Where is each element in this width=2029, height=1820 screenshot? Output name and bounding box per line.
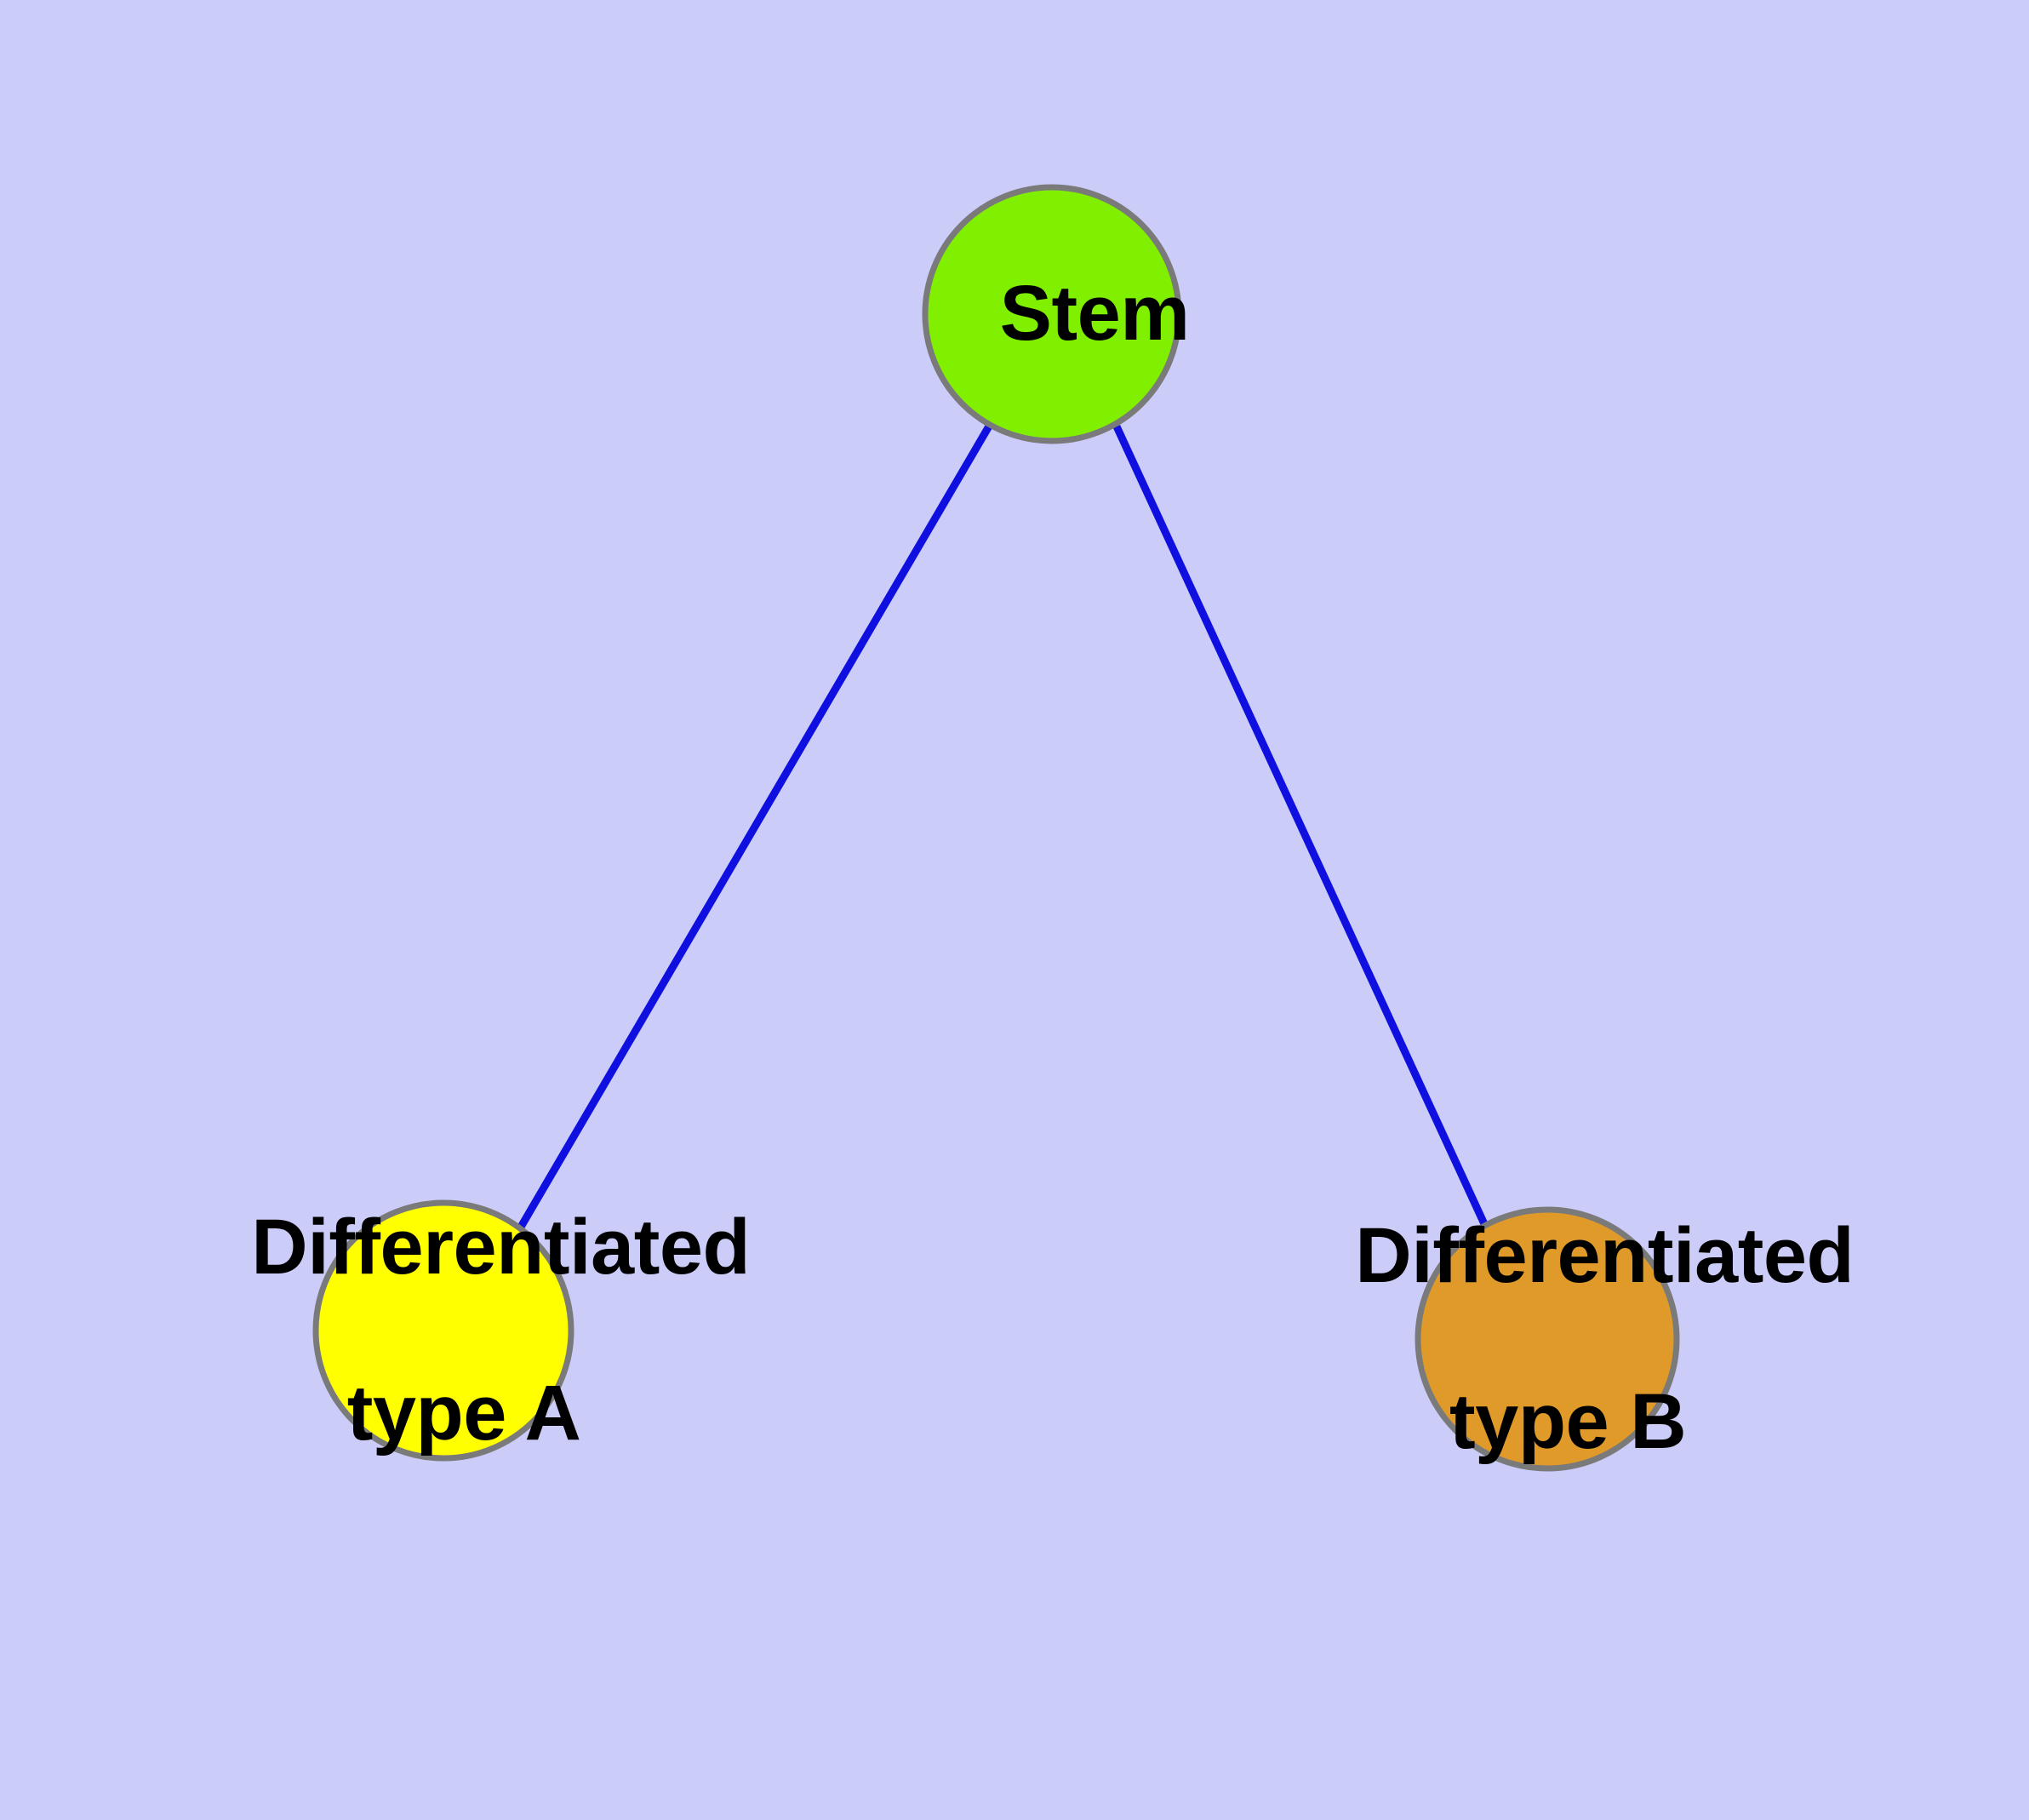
node-circle-diff_a[interactable] <box>312 1199 574 1462</box>
edge-stem-to-diff-b[interactable] <box>1112 425 1489 1228</box>
edge-layer <box>517 422 1489 1231</box>
node-layer <box>312 184 1680 1472</box>
edge-stem-to-diff-a[interactable] <box>517 422 993 1231</box>
node-circle-stem[interactable] <box>922 184 1182 444</box>
node-circle-diff_b[interactable] <box>1415 1206 1680 1472</box>
